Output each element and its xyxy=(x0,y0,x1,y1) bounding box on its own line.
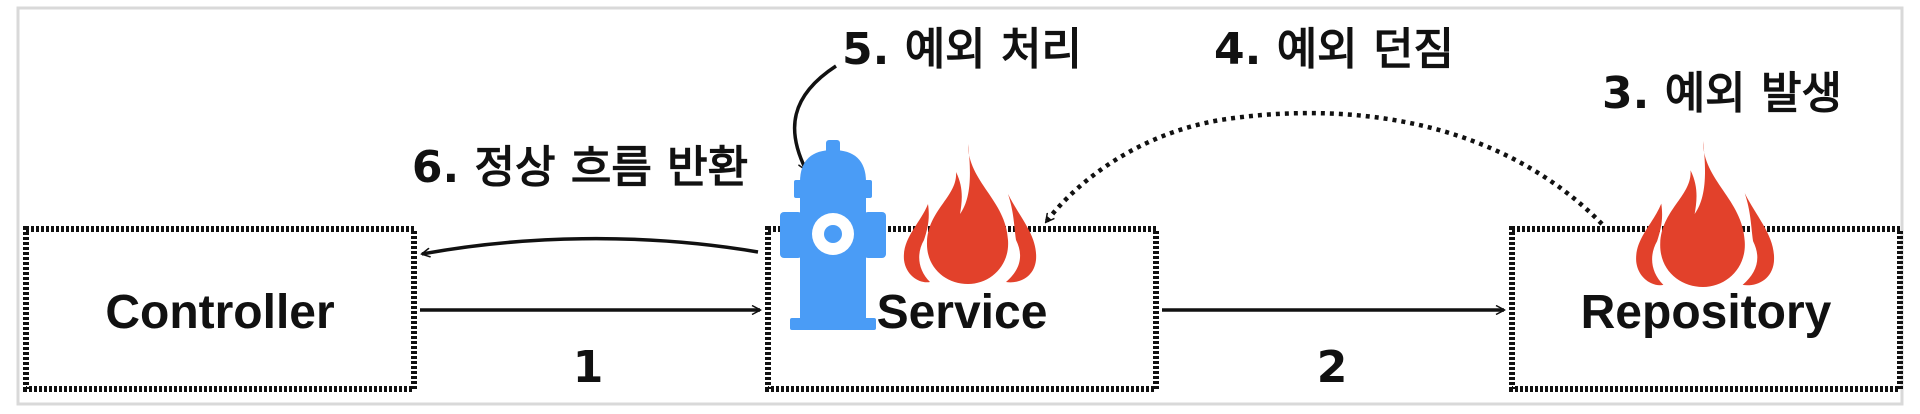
controller-box: Controller xyxy=(23,226,417,392)
repository-label: Repository xyxy=(1581,286,1832,339)
service-box: Service xyxy=(765,226,1159,392)
arrow-handle-exception xyxy=(792,64,837,170)
arrow-label-2: 2 xyxy=(1317,342,1348,393)
controller-label: Controller xyxy=(105,286,334,339)
repository-box: Repository xyxy=(1509,226,1903,392)
step3-label: 3. 예외 발생 xyxy=(1602,68,1842,119)
service-label: Service xyxy=(877,286,1048,339)
step6-label: 6. 정상 흐름 반환 xyxy=(412,142,748,193)
fire-hydrant-icon xyxy=(780,140,886,330)
step5-label: 5. 예외 처리 xyxy=(842,24,1082,75)
arrow-return-to-controller xyxy=(422,236,759,254)
arrow-label-1: 1 xyxy=(573,342,604,393)
step4-label: 4. 예외 던짐 xyxy=(1214,24,1454,75)
